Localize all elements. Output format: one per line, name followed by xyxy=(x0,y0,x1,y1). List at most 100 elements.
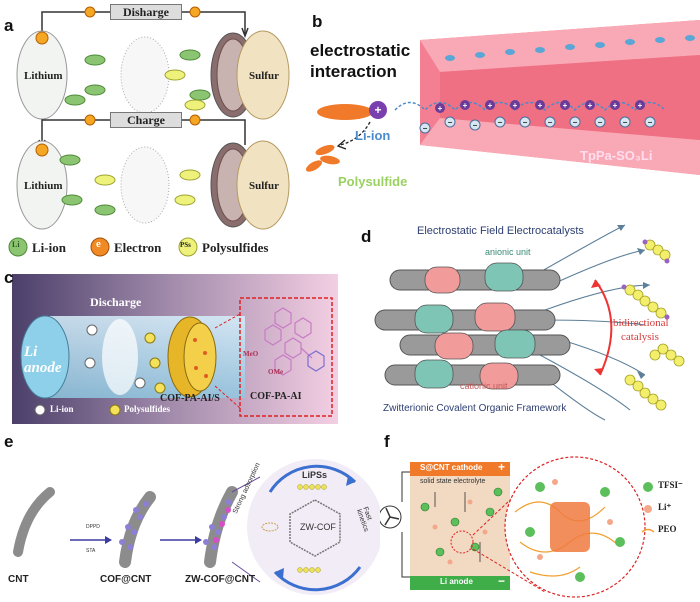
framework-label: Zwitterionic Covalent Organic Framework xyxy=(383,403,567,414)
panel-f: f xyxy=(380,432,700,602)
peo-label: PEO xyxy=(658,524,677,534)
li-badge: Li xyxy=(12,240,20,249)
legend-polysulfides: Polysulfides xyxy=(202,240,269,255)
sulfur-label: Sulfur xyxy=(249,70,279,82)
panel-label-c: c xyxy=(4,268,14,287)
panel-c-diagram xyxy=(12,274,338,424)
lithium-label-2: Lithium xyxy=(24,180,63,192)
cationic-label: cationic unit xyxy=(460,381,508,391)
svg-text:+: + xyxy=(438,104,443,113)
panel-d: d xyxy=(345,215,700,425)
panel-e: e CNT xyxy=(0,432,380,602)
li-ion-sphere xyxy=(369,101,387,119)
svg-text:+: + xyxy=(563,101,568,110)
svg-text:+: + xyxy=(463,101,468,110)
cnt-label: CNT xyxy=(8,574,29,585)
lipss-label: LiPSs xyxy=(302,470,328,480)
electron-legend-icon xyxy=(90,237,110,257)
separator xyxy=(120,36,170,114)
electrolyte-region xyxy=(410,476,510,576)
sulfur-label-2: Sulfur xyxy=(249,180,279,192)
svg-text:+: + xyxy=(513,101,518,110)
polysulfide-legend-icon xyxy=(178,237,198,257)
ome-label: OMe xyxy=(268,368,284,376)
svg-text:−: − xyxy=(473,121,478,130)
material-label: TpPa-SO₃Li xyxy=(580,148,653,163)
panel-label-b: b xyxy=(312,12,323,31)
electron-badge xyxy=(35,31,49,45)
svg-text:−: − xyxy=(498,118,503,127)
zw-cof-label: ZW-COF xyxy=(300,522,336,532)
anode-bar xyxy=(410,576,510,590)
electrolyte-label: solid state electrolyte xyxy=(420,478,486,485)
sulfur-electrode xyxy=(236,30,290,120)
svg-text:−: − xyxy=(423,124,428,133)
structure-label: COF-PA-AI xyxy=(250,391,302,402)
legend-polysulfides: Polysulfides xyxy=(124,404,171,414)
sta-label: STA xyxy=(86,548,96,554)
li-legend-icon xyxy=(34,404,46,416)
svg-text:−: − xyxy=(573,118,578,127)
catalysis-label: catalysis xyxy=(621,331,659,343)
svg-text:+: + xyxy=(538,101,543,110)
panel-c: c xyxy=(0,268,340,428)
li-legend-icon xyxy=(8,237,28,257)
lithium-electrode xyxy=(16,30,68,120)
li-label: Li⁺ xyxy=(658,502,672,512)
meo-label: MeO xyxy=(243,350,259,358)
panel-b-diagram: − − − − − − − − − − + + + + + + + + + + xyxy=(305,20,700,175)
electron-badge xyxy=(189,6,201,18)
charge-box: Charge xyxy=(110,112,182,128)
svg-text:+: + xyxy=(613,101,618,110)
legend-li-ion: Li-ion xyxy=(50,404,74,414)
anode-label: Li anode xyxy=(440,577,473,586)
separator-disk xyxy=(102,319,138,395)
cathode-plus: + xyxy=(498,460,506,474)
li-anode-disk xyxy=(20,315,70,399)
panel-d-diagram xyxy=(374,224,685,421)
ps-badge: PSs xyxy=(180,241,191,249)
cof-cnt-label: COF@CNT xyxy=(100,574,152,585)
panel-e-diagram xyxy=(13,459,380,595)
electron-badge xyxy=(84,6,96,18)
ps-legend-icon xyxy=(109,404,121,416)
panel-label-d: d xyxy=(361,227,372,246)
cathode-label: S@CNT cathode xyxy=(420,463,483,472)
li-legend-icon xyxy=(644,505,652,513)
electrostatic-title: electrostatic interaction xyxy=(310,40,410,82)
cathode-bar xyxy=(410,462,510,476)
panel-label-e: e xyxy=(4,432,14,451)
title-line-2: interaction xyxy=(310,62,397,81)
svg-text:−: − xyxy=(548,118,553,127)
discharge-box: Disharge xyxy=(110,4,182,20)
polysulfide-label: Polysulfide xyxy=(338,174,408,189)
peo-legend-icon xyxy=(641,528,655,533)
cathode-label: COF-PA-AI/S xyxy=(160,393,220,404)
legend-electron: Electron xyxy=(114,240,162,255)
svg-text:+: + xyxy=(588,101,593,110)
svg-text:+: + xyxy=(488,101,493,110)
structure-box xyxy=(239,297,333,417)
li-ion-tail xyxy=(317,104,373,120)
svg-text:−: − xyxy=(448,118,453,127)
panel-a-diagram xyxy=(8,6,290,257)
panel-b: b − − − − − − − − − − + + + + xyxy=(300,0,700,210)
anionic-label: anionic unit xyxy=(485,247,531,257)
panel-label-f: f xyxy=(384,432,390,451)
panel-f-diagram xyxy=(380,456,655,598)
zw-cof-circle xyxy=(247,459,380,595)
anode-minus: − xyxy=(498,574,506,588)
electron-badge xyxy=(35,143,49,157)
li-anode-label: Li anode xyxy=(24,344,62,376)
field-title: Electrostatic Field Electrocatalysts xyxy=(417,225,584,237)
electron-badge xyxy=(189,114,201,126)
bidirectional-label: bidirectional xyxy=(613,317,669,329)
discharge-label: Discharge xyxy=(90,295,142,309)
svg-text:+: + xyxy=(374,103,381,117)
legend-li-ion: Li-ion xyxy=(32,240,66,255)
lithium-label: Lithium xyxy=(24,70,63,82)
zw-cof-cnt-label: ZW-COF@CNT xyxy=(185,574,256,585)
svg-text:−: − xyxy=(523,118,528,127)
electron-badge xyxy=(84,114,96,126)
tfsi-legend-icon xyxy=(643,482,653,492)
